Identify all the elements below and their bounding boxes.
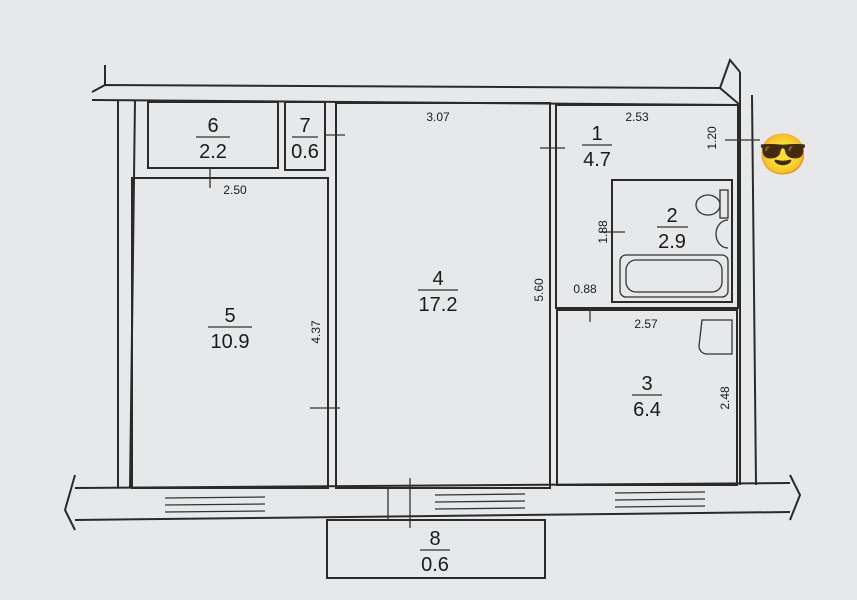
room-4-label: 417.2 bbox=[418, 268, 458, 316]
dim-room4-depth: 5.60 bbox=[532, 278, 546, 302]
room-6-outline bbox=[147, 101, 279, 169]
svg-text:0.6: 0.6 bbox=[421, 554, 449, 576]
sink-icon bbox=[715, 219, 729, 249]
room-8-label: 80.6 bbox=[420, 528, 450, 576]
svg-text:2: 2 bbox=[666, 205, 677, 227]
svg-text:17.2: 17.2 bbox=[419, 294, 458, 316]
room-5-label: 510.9 bbox=[208, 305, 252, 353]
svg-text:6.4: 6.4 bbox=[633, 399, 661, 421]
svg-text:0.6: 0.6 bbox=[291, 141, 319, 163]
svg-text:7: 7 bbox=[299, 115, 310, 137]
svg-text:10.9: 10.9 bbox=[211, 331, 250, 353]
dim-room5-width: 2.50 bbox=[223, 183, 247, 197]
room-1-outline bbox=[555, 104, 739, 309]
svg-text:3: 3 bbox=[641, 373, 652, 395]
svg-text:6: 6 bbox=[207, 115, 218, 137]
dim-room3-width: 2.57 bbox=[634, 317, 658, 331]
room-7-outline bbox=[284, 101, 326, 171]
room-3-label: 36.4 bbox=[632, 373, 662, 421]
balcony-outline bbox=[326, 519, 546, 579]
dim-room4-width: 3.07 bbox=[426, 110, 450, 124]
room-7-label: 70.6 bbox=[291, 115, 319, 163]
room-2-outline bbox=[611, 179, 733, 303]
sunglasses-emoji-icon: 😎 bbox=[758, 133, 808, 177]
svg-text:1: 1 bbox=[591, 123, 602, 145]
stove-icon bbox=[698, 319, 733, 355]
dim-corridor-width: 0.88 bbox=[573, 282, 597, 296]
svg-text:4.7: 4.7 bbox=[583, 149, 611, 171]
room-1-label: 14.7 bbox=[582, 123, 612, 171]
svg-text:5: 5 bbox=[224, 305, 235, 327]
dim-room5-depth: 4.37 bbox=[309, 320, 323, 344]
svg-text:2.2: 2.2 bbox=[199, 141, 227, 163]
dim-room1-depth: 1.20 bbox=[705, 126, 719, 150]
svg-text:2.9: 2.9 bbox=[658, 231, 686, 253]
dim-room3-depth: 2.48 bbox=[718, 386, 732, 410]
room-5-outline bbox=[131, 177, 329, 489]
svg-text:4: 4 bbox=[432, 268, 443, 290]
room-6-label: 62.2 bbox=[196, 115, 230, 163]
dim-room2-depth: 1.88 bbox=[596, 220, 610, 244]
bathtub-icon bbox=[619, 254, 729, 298]
room-3-outline bbox=[556, 309, 738, 486]
room-2-label: 22.9 bbox=[657, 205, 688, 253]
svg-text:8: 8 bbox=[429, 528, 440, 550]
toilet-icon bbox=[695, 194, 721, 216]
dim-room1-width: 2.53 bbox=[625, 110, 649, 124]
room-4-outline bbox=[335, 102, 551, 489]
door-marks bbox=[209, 134, 760, 409]
